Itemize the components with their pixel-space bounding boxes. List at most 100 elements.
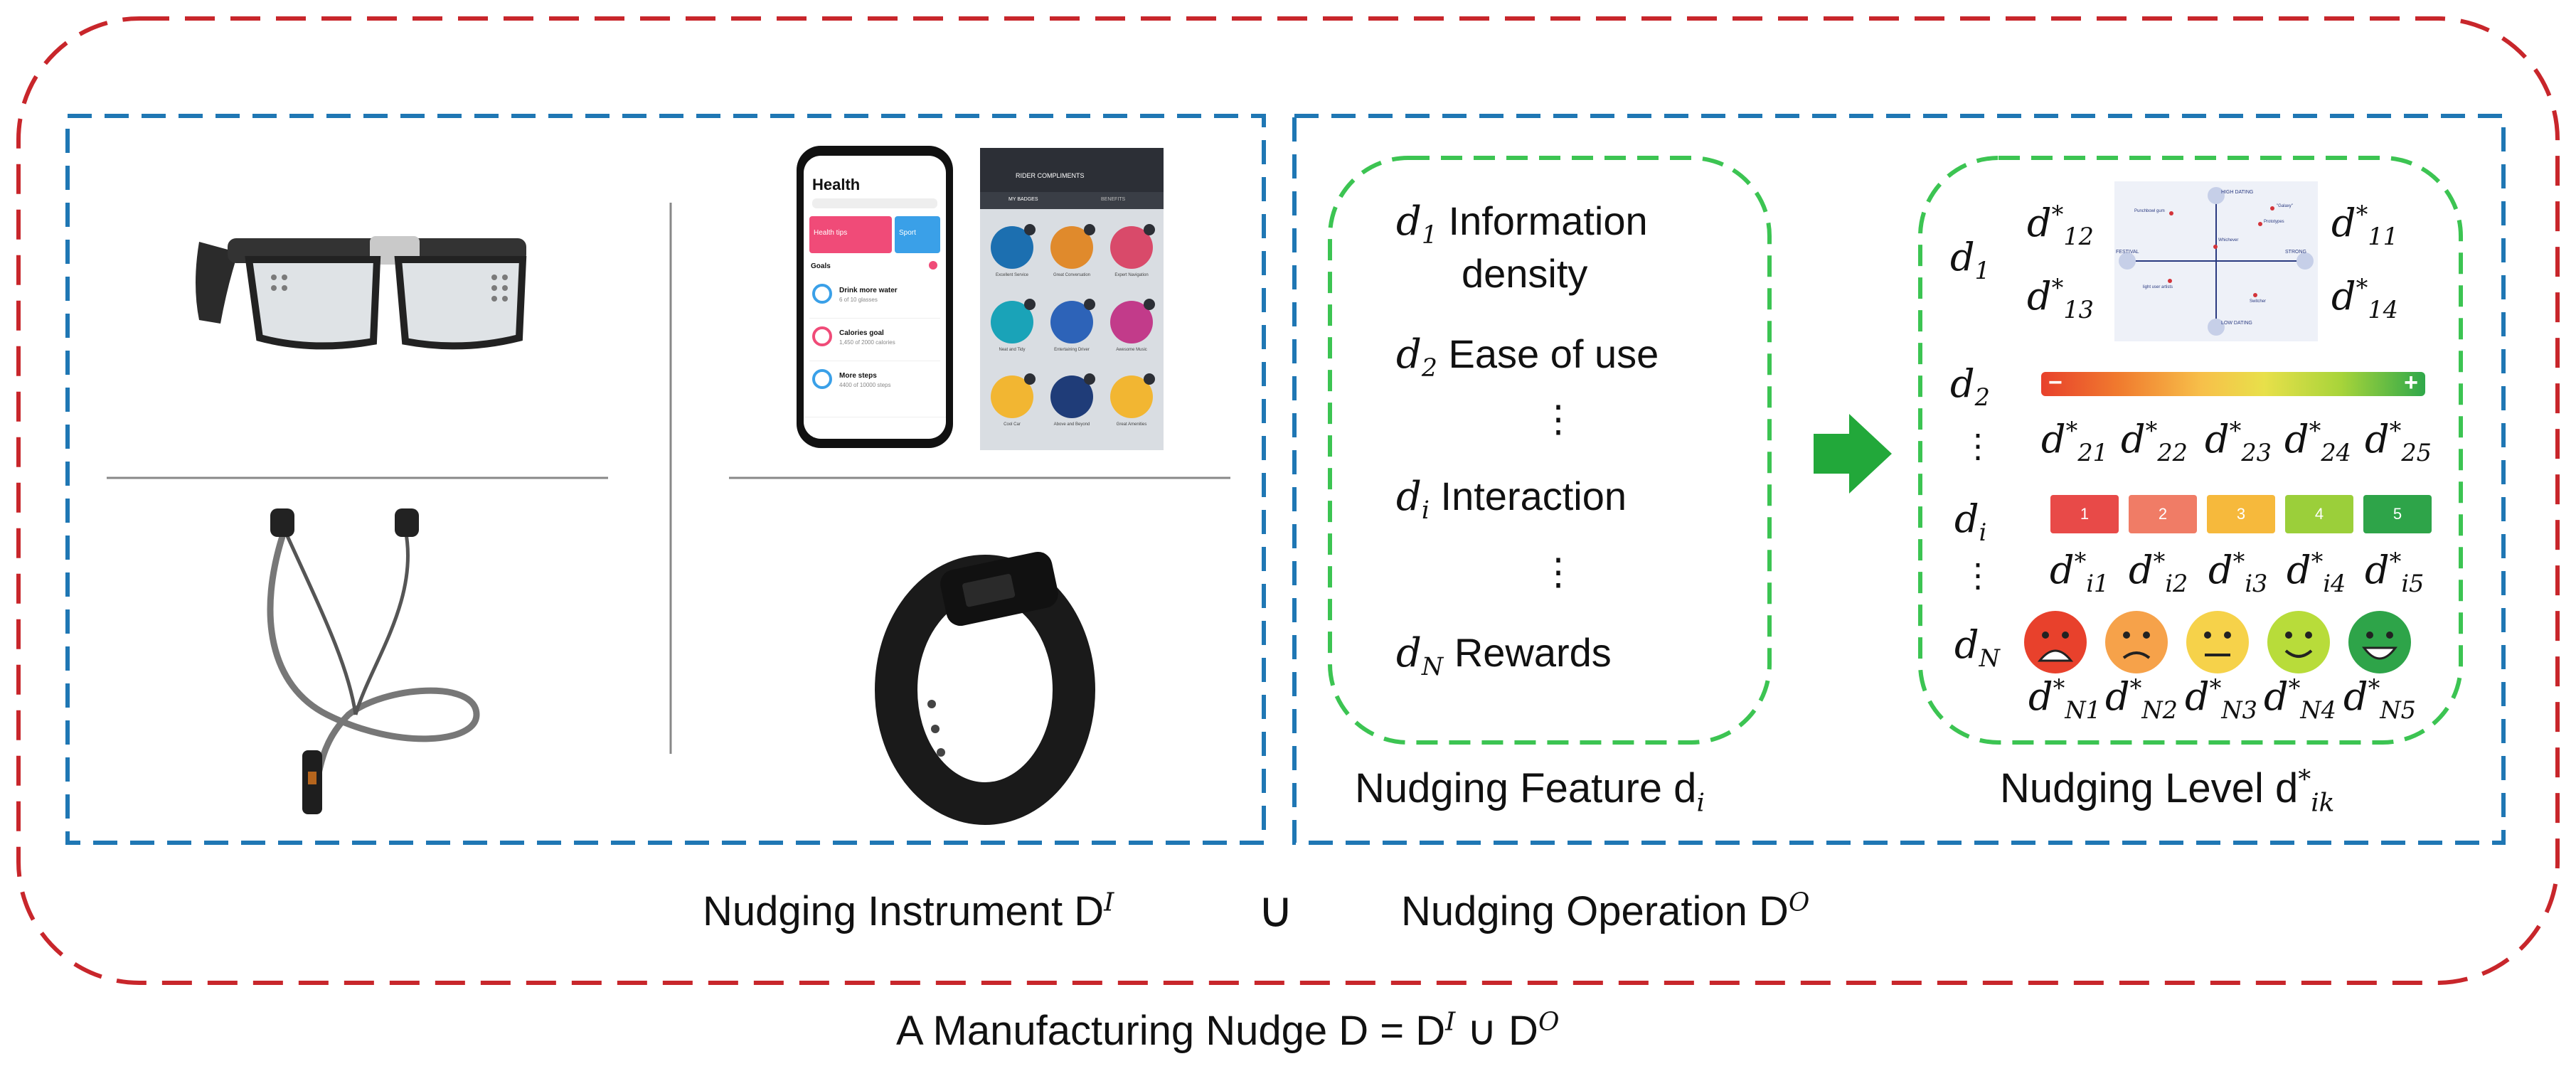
badge-label: Excellent Service [995,273,1029,277]
tab-my-badges[interactable]: MY BADGES [1008,197,1038,202]
card-sport-label: Sport [899,229,916,237]
level-dN1: d*N1 [2028,674,2101,724]
smart-glasses-icon [196,236,527,350]
goals-label: Goals [811,262,831,270]
very-sad-face-icon [2024,611,2087,673]
goal-ring-icon [812,326,832,346]
level-dN2: d*N2 [2105,674,2178,724]
feature-d1-text: Information [1448,198,1648,243]
card-sport[interactable]: Sport [895,216,940,253]
goal-ring-icon [812,369,832,389]
goal-title: Drink more water [839,287,898,294]
phone-search[interactable] [812,198,937,208]
badges-header-title: RIDER COMPLIMENTS [1016,172,1085,179]
ellipsis: ⋮ [1962,557,1994,594]
quad-point-label: light user artists [2143,285,2173,289]
badge-label: Entertaining Driver [1054,348,1090,352]
likert-box[interactable]: 3 [2207,495,2275,533]
sad-face-icon [2105,611,2168,673]
level-d11: d*11 [2331,201,2398,250]
quad-top: HIGH DATING [2221,190,2254,195]
badge-label: Expert Navigation [1114,273,1149,277]
goal-title: More steps [839,372,877,380]
quad-right: STRONG [2285,250,2306,255]
goal-title: Calories goal [839,329,884,337]
quad-point-label: "Galaxy" [2277,204,2293,208]
feature-d1-text2: density [1462,251,1588,296]
level-d12: d*12 [2027,201,2094,250]
phone-screen: Health Health tips Sport Goals Drink mor… [804,156,946,439]
level-di1: d*i1 [2050,548,2109,597]
level-di3: d*i3 [2208,548,2268,597]
level-d13: d*13 [2027,274,2094,324]
level-row-d2: d2 [1950,361,1990,411]
earphones-icon [267,508,480,814]
badge-label: Great Conversation [1053,273,1091,277]
phone-title: Health [812,176,861,193]
goal-badge [929,261,937,270]
ellipsis: ⋮ [1540,552,1577,593]
quad-point-label: Punchbowl gum [2134,209,2165,213]
feature-frame [1328,156,1772,745]
level-di2: d*i2 [2129,548,2188,597]
feature-d2: d2 Ease of use [1396,331,1659,383]
gradient-slider[interactable]: − + [2041,369,2425,396]
badge-label: Above and Beyond [1053,422,1090,427]
emoji-scale [2024,611,2411,673]
feature-dN: dN Rewards [1396,630,1612,682]
level-dN3: d*N3 [2185,674,2257,724]
likert-box[interactable]: 5 [2363,495,2432,533]
feature-caption: Nudging Feature di [1355,765,1705,818]
feature-d1: d1 Information [1396,198,1648,250]
level-d25: d*25 [2365,417,2432,467]
quadrant-chart: HIGH DATING LOW DATING FESTIVAL STRONG P… [2114,181,2318,341]
quad-point-label: Prototypes [2264,220,2284,224]
level-dN4: d*N4 [2264,674,2336,724]
quad-left: FESTIVAL [2116,250,2139,255]
badges-grid [991,224,1155,418]
instrument-caption: Nudging Instrument DI [703,888,1114,934]
quad-bottom: LOW DATING [2221,321,2252,326]
operation-caption: Nudging Operation DO [1401,888,1810,934]
tab-benefits[interactable]: BENEFITS [1101,197,1126,202]
feature-di-text: Interaction [1440,474,1627,518]
feature-dN-text: Rewards [1454,630,1612,675]
likert-box[interactable]: 2 [2129,495,2197,533]
ellipsis: ⋮ [1540,399,1577,440]
likert-box[interactable]: 1 [2050,495,2119,533]
level-frame [1918,156,2463,745]
slider-minus-icon: − [2048,369,2063,396]
operation-frame [1292,114,2506,845]
instrument-frame [65,114,1266,845]
badges-tabs: MY BADGES BENEFITS [980,192,1164,209]
goal-item[interactable]: Drink more water 6 of 10 glasses [809,278,940,319]
arrow-icon [1814,414,1892,494]
goal-sub: 1,450 of 2000 calories [839,339,895,346]
badge-label: Awesome Music [1116,348,1147,352]
level-row-di: di [1954,496,1987,546]
goal-sub: 4400 of 10000 steps [839,382,891,388]
phone-tabbar [804,417,946,439]
level-d14: d*14 [2331,274,2398,324]
outer-nudge-frame [16,16,2560,985]
goal-item[interactable]: More steps 4400 of 10000 steps [809,363,940,403]
card-health-tips-label: Health tips [814,229,848,237]
goal-ring-icon [812,284,832,304]
nudge-caption: A Manufacturing Nudge D = DI ∪ DO [896,1007,1560,1054]
badges-header: RIDER COMPLIMENTS [980,148,1164,192]
ellipsis: ⋮ [1962,427,1994,464]
badges-screen: RIDER COMPLIMENTS MY BADGES BENEFITS Exc… [980,148,1164,450]
level-d21: d*21 [2041,417,2108,467]
goal-item[interactable]: Calories goal 1,450 of 2000 calories [809,321,940,361]
phone-mockup: Health Health tips Sport Goals Drink mor… [797,146,953,448]
quad-point-label: Whichever [2218,238,2239,243]
badge-label: Neat and Tidy [999,348,1026,352]
level-row-d1: d1 [1950,235,1990,284]
card-health-tips[interactable]: Health tips [809,216,892,253]
union-symbol: ∪ [1257,882,1294,937]
likert-box[interactable]: 4 [2285,495,2353,533]
level-di5: d*i5 [2365,548,2425,597]
fitness-band-icon [875,551,1095,825]
level-d22: d*22 [2121,417,2188,467]
